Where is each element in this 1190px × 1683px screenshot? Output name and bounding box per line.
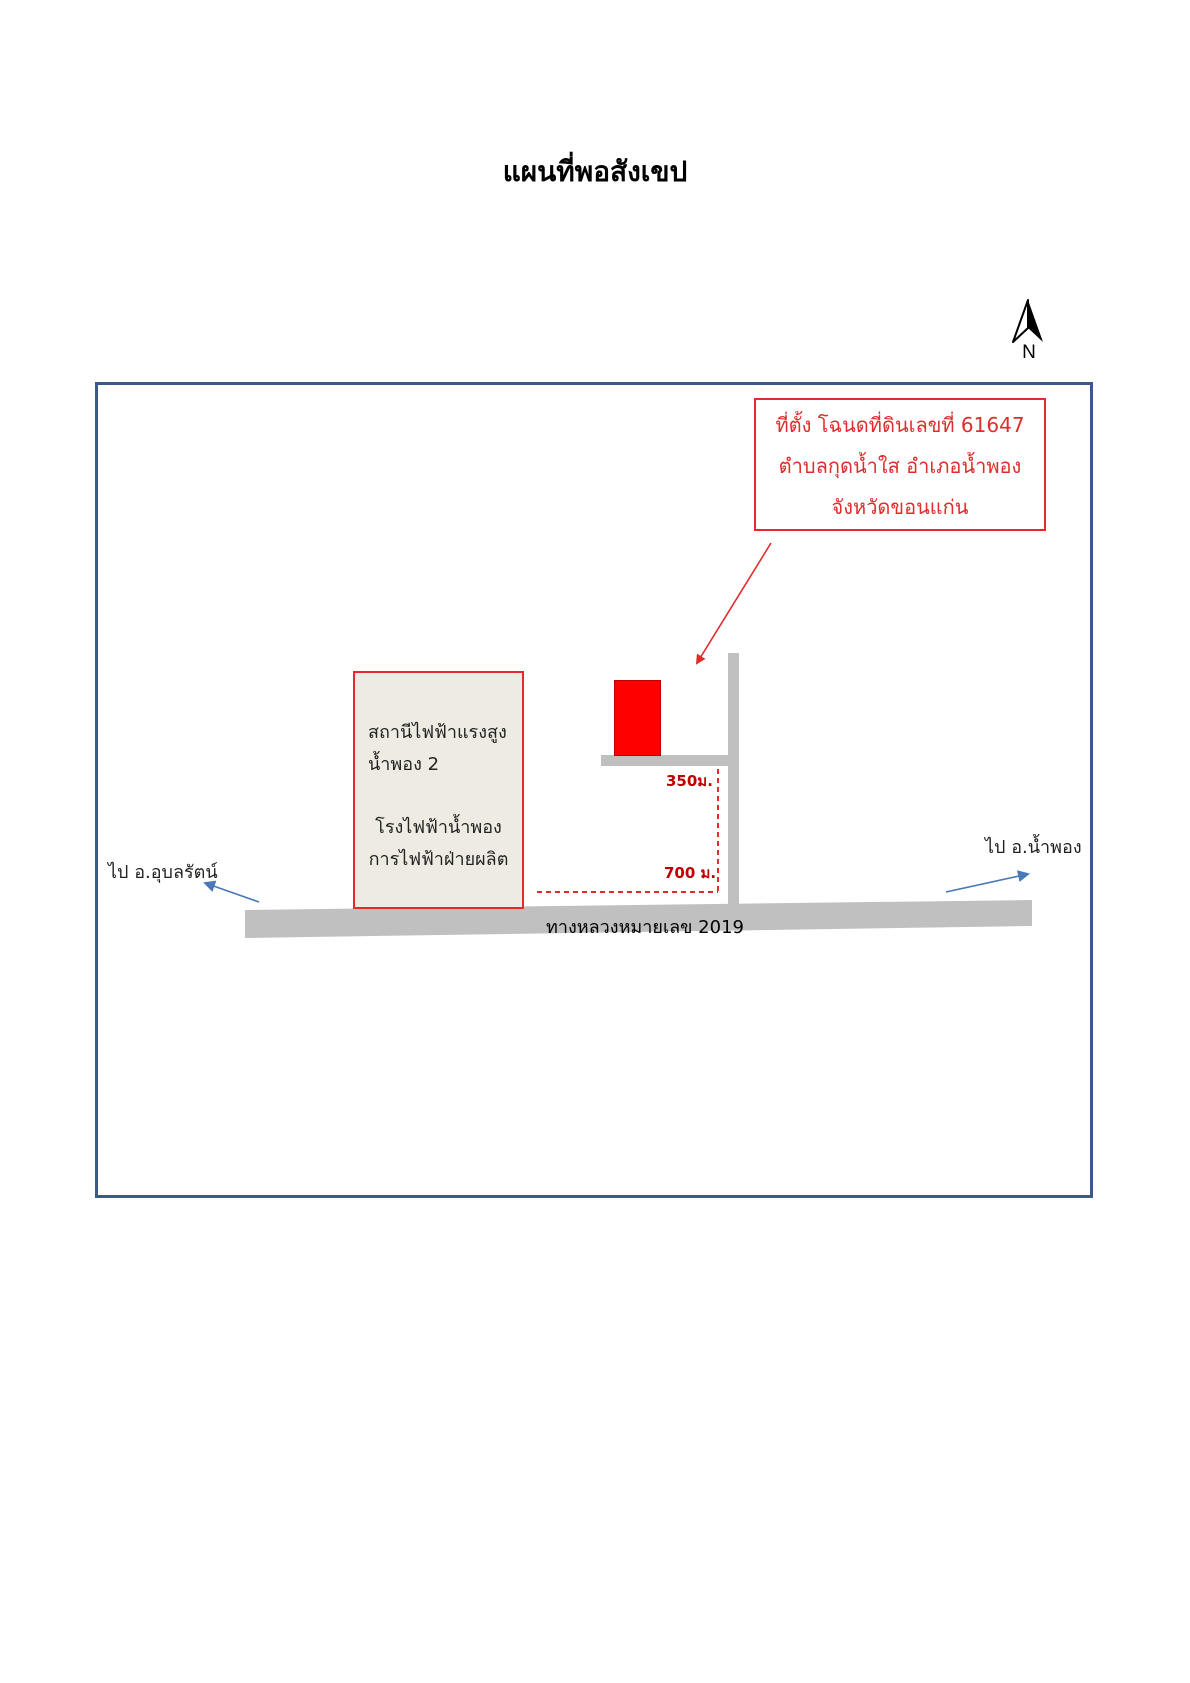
map-frame — [95, 382, 1093, 1198]
west-arrow — [203, 880, 260, 903]
land-plot-marker — [614, 680, 661, 756]
page-title: แผนที่พอสังเขป — [502, 155, 688, 188]
direction-label-west: ไป อ.อุบลรัตน์ — [108, 862, 218, 883]
side-road-vertical — [728, 653, 739, 905]
location-line-1: ที่ตั้ง โฉนดที่ดินเลขที่ 61647 — [775, 413, 1025, 437]
distance-label-350: 350ม. — [666, 772, 713, 790]
north-label: N — [1022, 342, 1036, 363]
power-station-box: สถานีไฟฟ้าแรงสูง น้ำพอง 2 โรงไฟฟ้าน้ำพอง… — [353, 671, 524, 909]
highway-2019 — [245, 900, 1032, 938]
location-line-2: ตำบลกุดน้ำใส อำเภอน้ำพอง — [778, 454, 1022, 478]
direction-label-east: ไป อ.น้ำพอง — [985, 837, 1082, 858]
callout-arrow — [695, 542, 772, 665]
highway-label: ทางหลวงหมายเลข 2019 — [546, 917, 744, 938]
north-arrow-icon — [1012, 299, 1043, 343]
side-road-spur — [601, 755, 739, 766]
east-arrow — [945, 870, 1030, 893]
location-callout: ที่ตั้ง โฉนดที่ดินเลขที่ 61647 ตำบลกุดน้… — [754, 398, 1046, 531]
station-line-1: สถานีไฟฟ้าแรงสูง — [368, 722, 507, 743]
location-line-3: จังหวัดขอนแก่น — [831, 495, 969, 519]
distance-label-700: 700 ม. — [664, 864, 717, 882]
station-line-3: โรงไฟฟ้าน้ำพอง — [375, 817, 502, 838]
station-line-4: การไฟฟ้าฝ่ายผลิต — [368, 849, 509, 870]
station-line-2: น้ำพอง 2 — [368, 754, 440, 775]
